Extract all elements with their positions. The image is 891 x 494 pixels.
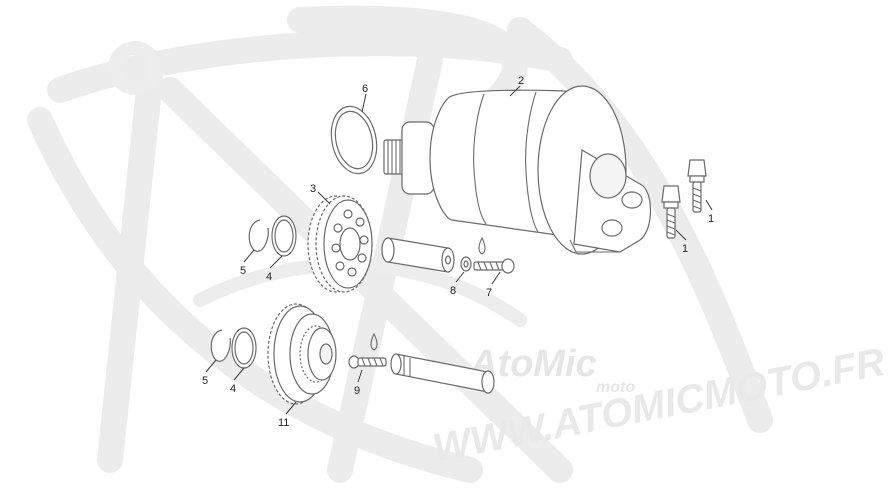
bolt-lower bbox=[661, 185, 681, 239]
callout-3: 3 bbox=[310, 183, 316, 195]
callout-4-lower: 4 bbox=[230, 383, 236, 395]
callout-8: 8 bbox=[450, 285, 456, 297]
oil-drop-upper bbox=[478, 236, 486, 255]
leader-lines bbox=[205, 85, 713, 415]
lower-shaft bbox=[390, 353, 495, 394]
reduction-gear bbox=[267, 303, 337, 405]
callout-9: 9 bbox=[354, 385, 360, 397]
small-washer bbox=[460, 256, 472, 272]
screw-lower bbox=[348, 355, 387, 369]
circlip-upper bbox=[248, 219, 269, 252]
washer-lower bbox=[231, 327, 257, 369]
callout-5-lower: 5 bbox=[202, 375, 208, 387]
watermark-brand-sub: moto bbox=[596, 379, 635, 396]
upper-shaft bbox=[381, 237, 455, 273]
washer-upper bbox=[271, 215, 297, 257]
bolt-upper bbox=[687, 159, 707, 213]
callout-11: 11 bbox=[278, 417, 289, 429]
oil-drop-lower bbox=[370, 332, 378, 351]
callout-7: 7 bbox=[486, 287, 492, 299]
o-ring bbox=[330, 105, 378, 175]
callout-1-upper: 1 bbox=[708, 213, 714, 225]
callout-2: 2 bbox=[518, 75, 524, 87]
idler-gear bbox=[307, 195, 373, 293]
starter-motor bbox=[383, 85, 651, 255]
callout-5-upper: 5 bbox=[240, 265, 246, 277]
callout-4-upper: 4 bbox=[266, 271, 272, 283]
screw-upper bbox=[473, 258, 515, 274]
callout-1-lower: 1 bbox=[682, 243, 688, 255]
callout-6: 6 bbox=[362, 83, 368, 95]
